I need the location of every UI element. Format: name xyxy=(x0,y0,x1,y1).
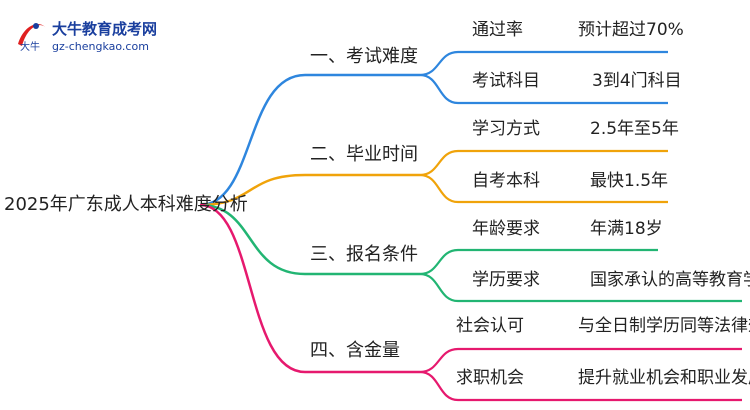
leaf-3-1-value: 年满18岁 xyxy=(590,219,663,239)
branch-2-curve xyxy=(199,173,306,207)
leaf-3-2-curve xyxy=(419,272,459,303)
logo-mark-text: 大牛 xyxy=(20,40,40,53)
leaf-3-2-label: 学历要求 xyxy=(472,270,540,290)
branch-3-curve xyxy=(199,203,306,276)
leaf-2-1-value: 2.5年至5年 xyxy=(590,119,679,139)
leaf-1-2-label: 考试科目 xyxy=(472,71,540,91)
leaf-4-1-label: 社会认可 xyxy=(456,316,524,336)
leaf-1-1-curve xyxy=(419,50,459,77)
site-logo: 大牛 大牛教育成考网 gz-chengkao.com xyxy=(14,14,174,58)
branch-4-curve xyxy=(199,203,306,374)
leaf-4-2-label: 求职机会 xyxy=(456,368,524,388)
logo-title: 大牛教育成考网 xyxy=(52,20,158,38)
leaf-1-1-value: 预计超过70% xyxy=(578,20,684,40)
branch-2-label: 二、毕业时间 xyxy=(310,144,418,165)
branch-1-label: 一、考试难度 xyxy=(310,46,418,67)
leaf-1-2-curve xyxy=(419,73,459,105)
leaf-3-2-value: 国家承认的高等教育学历 xyxy=(590,270,750,290)
leaf-2-2-value: 最快1.5年 xyxy=(590,171,669,191)
leaf-2-1-curve xyxy=(419,149,459,177)
leaf-3-1-label: 年龄要求 xyxy=(472,219,540,239)
leaf-3-1-curve xyxy=(419,248,459,276)
leaf-2-2-label: 自考本科 xyxy=(472,171,540,191)
branch-4-label: 四、含金量 xyxy=(310,340,400,361)
branch-1-curve xyxy=(199,73,306,207)
leaf-2-2-curve xyxy=(419,173,459,204)
branch-3-label: 三、报名条件 xyxy=(310,244,418,265)
leaf-4-1-curve xyxy=(419,347,459,374)
leaf-4-2-curve xyxy=(419,370,459,402)
leaf-4-1-value: 与全日制学历同等法律效力 xyxy=(578,316,750,336)
logo-mark-icon: 大牛 xyxy=(18,23,46,53)
root-topic: 2025年广东成人本科难度分析 xyxy=(4,194,248,215)
leaf-4-2-value: 提升就业机会和职业发展 xyxy=(578,368,750,388)
leaf-1-1-label: 通过率 xyxy=(472,20,523,40)
leaf-2-1-label: 学习方式 xyxy=(472,119,540,139)
logo-url: gz-chengkao.com xyxy=(52,40,149,53)
leaf-1-2-value: 3到4门科目 xyxy=(592,71,682,91)
